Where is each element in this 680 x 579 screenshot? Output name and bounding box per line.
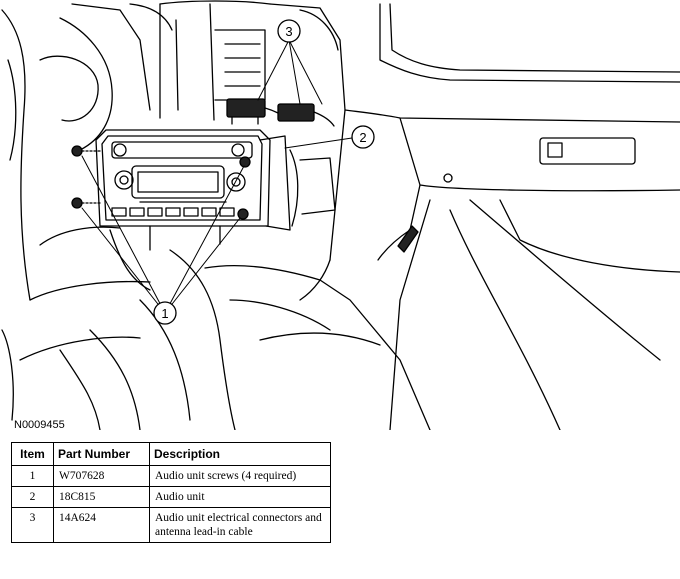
audio-unit-removal-illustration: 3 2 1 <box>1 0 680 430</box>
legend-header-row: Item Part Number Description <box>11 442 331 466</box>
callout-3: 3 <box>277 19 301 43</box>
callout-3-label: 3 <box>285 24 292 39</box>
lower-console <box>59 229 431 430</box>
callout-1: 1 <box>153 301 177 325</box>
callout-1-label: 1 <box>161 306 168 321</box>
row-part-number: 14A624 <box>53 507 150 543</box>
audio-unit-screws <box>71 145 251 220</box>
console-left-edge <box>1 226 151 421</box>
row-description: Audio unit <box>149 486 331 508</box>
instrument-cluster-outline <box>1 3 173 301</box>
dashboard-right <box>344 3 680 430</box>
row-item: 1 <box>11 465 54 487</box>
table-row: 1 W707628 Audio unit screws (4 required) <box>11 465 331 487</box>
header-part-number: Part Number <box>53 442 150 466</box>
figure-id: N0009455 <box>14 419 65 431</box>
header-item: Item <box>11 442 54 466</box>
callout-2: 2 <box>351 125 375 149</box>
row-description: Audio unit screws (4 required) <box>149 465 331 487</box>
audio-connectors <box>226 98 335 127</box>
table-row: 2 18C815 Audio unit <box>11 486 331 508</box>
leader-lines <box>81 39 353 314</box>
row-part-number: W707628 <box>53 465 150 487</box>
header-description: Description <box>149 442 331 466</box>
table-row: 3 14A624 Audio unit electrical connector… <box>11 507 331 543</box>
row-part-number: 18C815 <box>53 486 150 508</box>
row-item: 3 <box>11 507 54 543</box>
callout-2-label: 2 <box>359 130 366 145</box>
row-description: Audio unit electrical connectors and ant… <box>149 507 331 543</box>
center-stack-housing <box>159 0 346 301</box>
row-item: 2 <box>11 486 54 508</box>
audio-unit <box>95 129 336 251</box>
parts-legend-table: Item Part Number Description 1 W707628 A… <box>11 442 331 543</box>
